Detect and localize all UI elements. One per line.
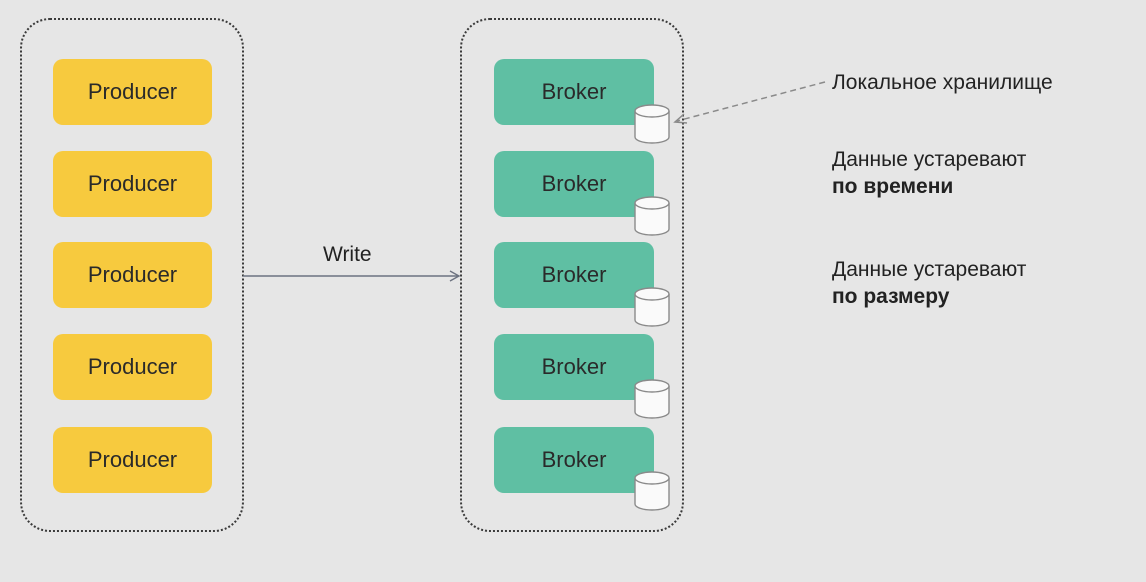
database-cylinder-icon bbox=[634, 104, 670, 144]
database-cylinder-icon bbox=[634, 196, 670, 236]
expire-by-time-note: Данные устаревают по времени bbox=[832, 146, 1026, 200]
producers-group bbox=[20, 18, 244, 532]
producer-label: Producer bbox=[87, 447, 178, 472]
broker-node: Broker bbox=[494, 242, 654, 308]
expire-by-time-line1: Данные устаревают bbox=[832, 148, 1027, 171]
producer-label: Producer bbox=[87, 79, 178, 104]
broker-label: Broker bbox=[541, 171, 607, 196]
broker-label: Broker bbox=[541, 447, 607, 472]
producer-node: Producer bbox=[53, 242, 212, 308]
broker-label: Broker bbox=[541, 354, 607, 379]
expire-by-size-line2: по размеру bbox=[832, 285, 950, 308]
local-storage-dashed-arrow bbox=[676, 81, 826, 122]
producer-node: Producer bbox=[53, 151, 212, 217]
database-cylinder-icon bbox=[634, 471, 670, 511]
database-cylinder-icon bbox=[634, 379, 670, 419]
broker-node: Broker bbox=[494, 334, 654, 400]
producer-node: Producer bbox=[53, 59, 212, 125]
producer-label: Producer bbox=[87, 171, 178, 196]
producer-node: Producer bbox=[53, 427, 212, 493]
expire-by-time-line2: по времени bbox=[832, 175, 954, 198]
producer-label: Producer bbox=[87, 262, 178, 287]
broker-node: Broker bbox=[494, 151, 654, 217]
write-label: Write bbox=[323, 243, 372, 266]
producer-label: Producer bbox=[87, 354, 178, 379]
expire-by-size-line1: Данные устаревают bbox=[832, 258, 1027, 281]
broker-node: Broker bbox=[494, 427, 654, 493]
brokers-group bbox=[460, 18, 684, 532]
broker-node: Broker bbox=[494, 59, 654, 125]
broker-label: Broker bbox=[541, 262, 607, 287]
database-cylinder-icon bbox=[634, 287, 670, 327]
producer-node: Producer bbox=[53, 334, 212, 400]
write-arrowhead bbox=[449, 270, 461, 282]
expire-by-size-note: Данные устаревают по размеру bbox=[832, 256, 1026, 310]
local-storage-label: Локальное хранилище bbox=[832, 71, 1053, 94]
broker-label: Broker bbox=[541, 79, 607, 104]
